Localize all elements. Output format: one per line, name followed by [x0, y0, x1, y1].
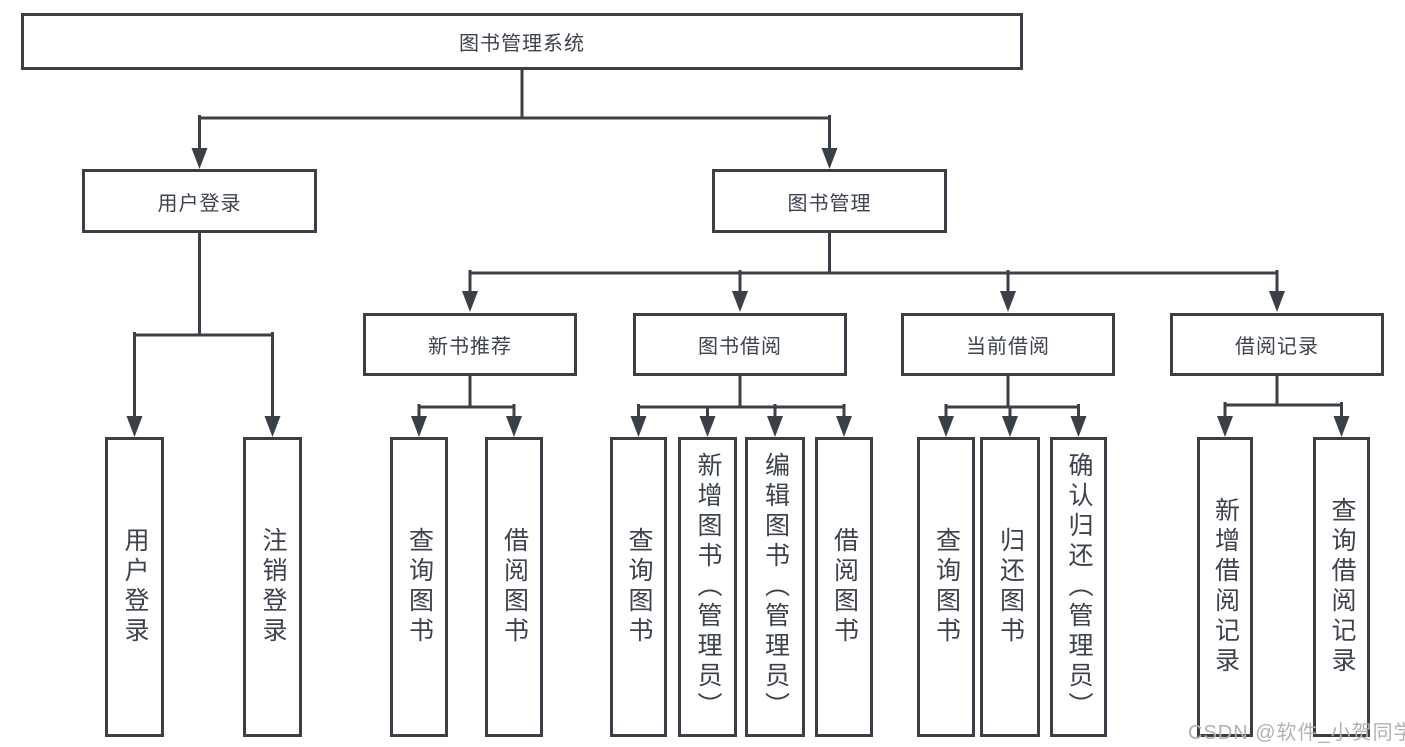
node-library-system-root-label: 图书管理系统: [459, 33, 585, 55]
node-library-system-root: 图书管理系统: [21, 13, 1023, 70]
node-current-borrowing-label: 当前借阅: [966, 336, 1050, 358]
leaf-query-borrow-record: 查询借阅记录: [1313, 437, 1370, 737]
node-book-management-branch: 图书管理: [712, 169, 947, 233]
node-borrowing-records-label: 借阅记录: [1235, 336, 1319, 358]
node-book-borrowing-label: 图书借阅: [698, 336, 782, 358]
node-new-book-recommend: 新书推荐: [363, 313, 577, 376]
leaf-query-borrow-record-label: 查询借阅记录: [1328, 497, 1356, 677]
node-user-login-branch-label: 用户登录: [157, 192, 242, 215]
leaf-edit-books-admin-label: 编辑图书（管理员）: [761, 452, 790, 722]
node-user-login-branch: 用户登录: [82, 169, 317, 233]
leaf-query-books-current: 查询图书: [917, 437, 975, 737]
node-current-borrowing: 当前借阅: [901, 313, 1115, 376]
leaf-borrow-books-label: 借阅图书: [830, 527, 859, 647]
leaf-return-books-label: 归还图书: [996, 527, 1025, 647]
leaf-query-books-borrowing: 查询图书: [610, 437, 667, 737]
leaf-borrow-books-recommend: 借阅图书: [485, 437, 543, 737]
arrowheads: [126, 148, 1350, 437]
node-new-book-recommend-label: 新书推荐: [428, 336, 512, 358]
leaf-query-books-recommend-label: 查询图书: [405, 527, 434, 647]
leaf-user-login-label: 用户登录: [121, 527, 149, 647]
leaf-query-books-borrowing-label: 查询图书: [625, 527, 653, 647]
node-book-borrowing: 图书借阅: [633, 313, 847, 376]
leaf-query-books-current-label: 查询图书: [932, 527, 961, 647]
leaf-return-books: 归还图书: [980, 437, 1040, 737]
node-borrowing-records: 借阅记录: [1170, 313, 1384, 376]
leaf-borrow-books: 借阅图书: [815, 437, 873, 737]
leaf-logout-label: 注销登录: [259, 527, 287, 647]
leaf-edit-books-admin: 编辑图书（管理员）: [745, 437, 805, 737]
node-book-management-branch-label: 图书管理: [787, 192, 872, 215]
leaf-borrow-books-recommend-label: 借阅图书: [500, 527, 529, 647]
leaf-query-books-recommend: 查询图书: [390, 437, 448, 737]
leaf-add-borrow-record-label: 新增借阅记录: [1211, 497, 1240, 677]
csdn-watermark: CSDN @软件_小贺同学: [1188, 722, 1405, 744]
leaf-user-login: 用户登录: [105, 437, 164, 737]
leaf-add-books-admin-label: 新增图书（管理员）: [694, 452, 722, 722]
leaf-confirm-return-admin: 确认归还（管理员）: [1050, 437, 1107, 737]
leaf-confirm-return-admin-label: 确认归还（管理员）: [1065, 452, 1093, 722]
leaf-logout: 注销登录: [243, 437, 302, 737]
leaf-add-borrow-record: 新增借阅记录: [1197, 437, 1253, 737]
leaf-add-books-admin: 新增图书（管理员）: [678, 437, 737, 737]
